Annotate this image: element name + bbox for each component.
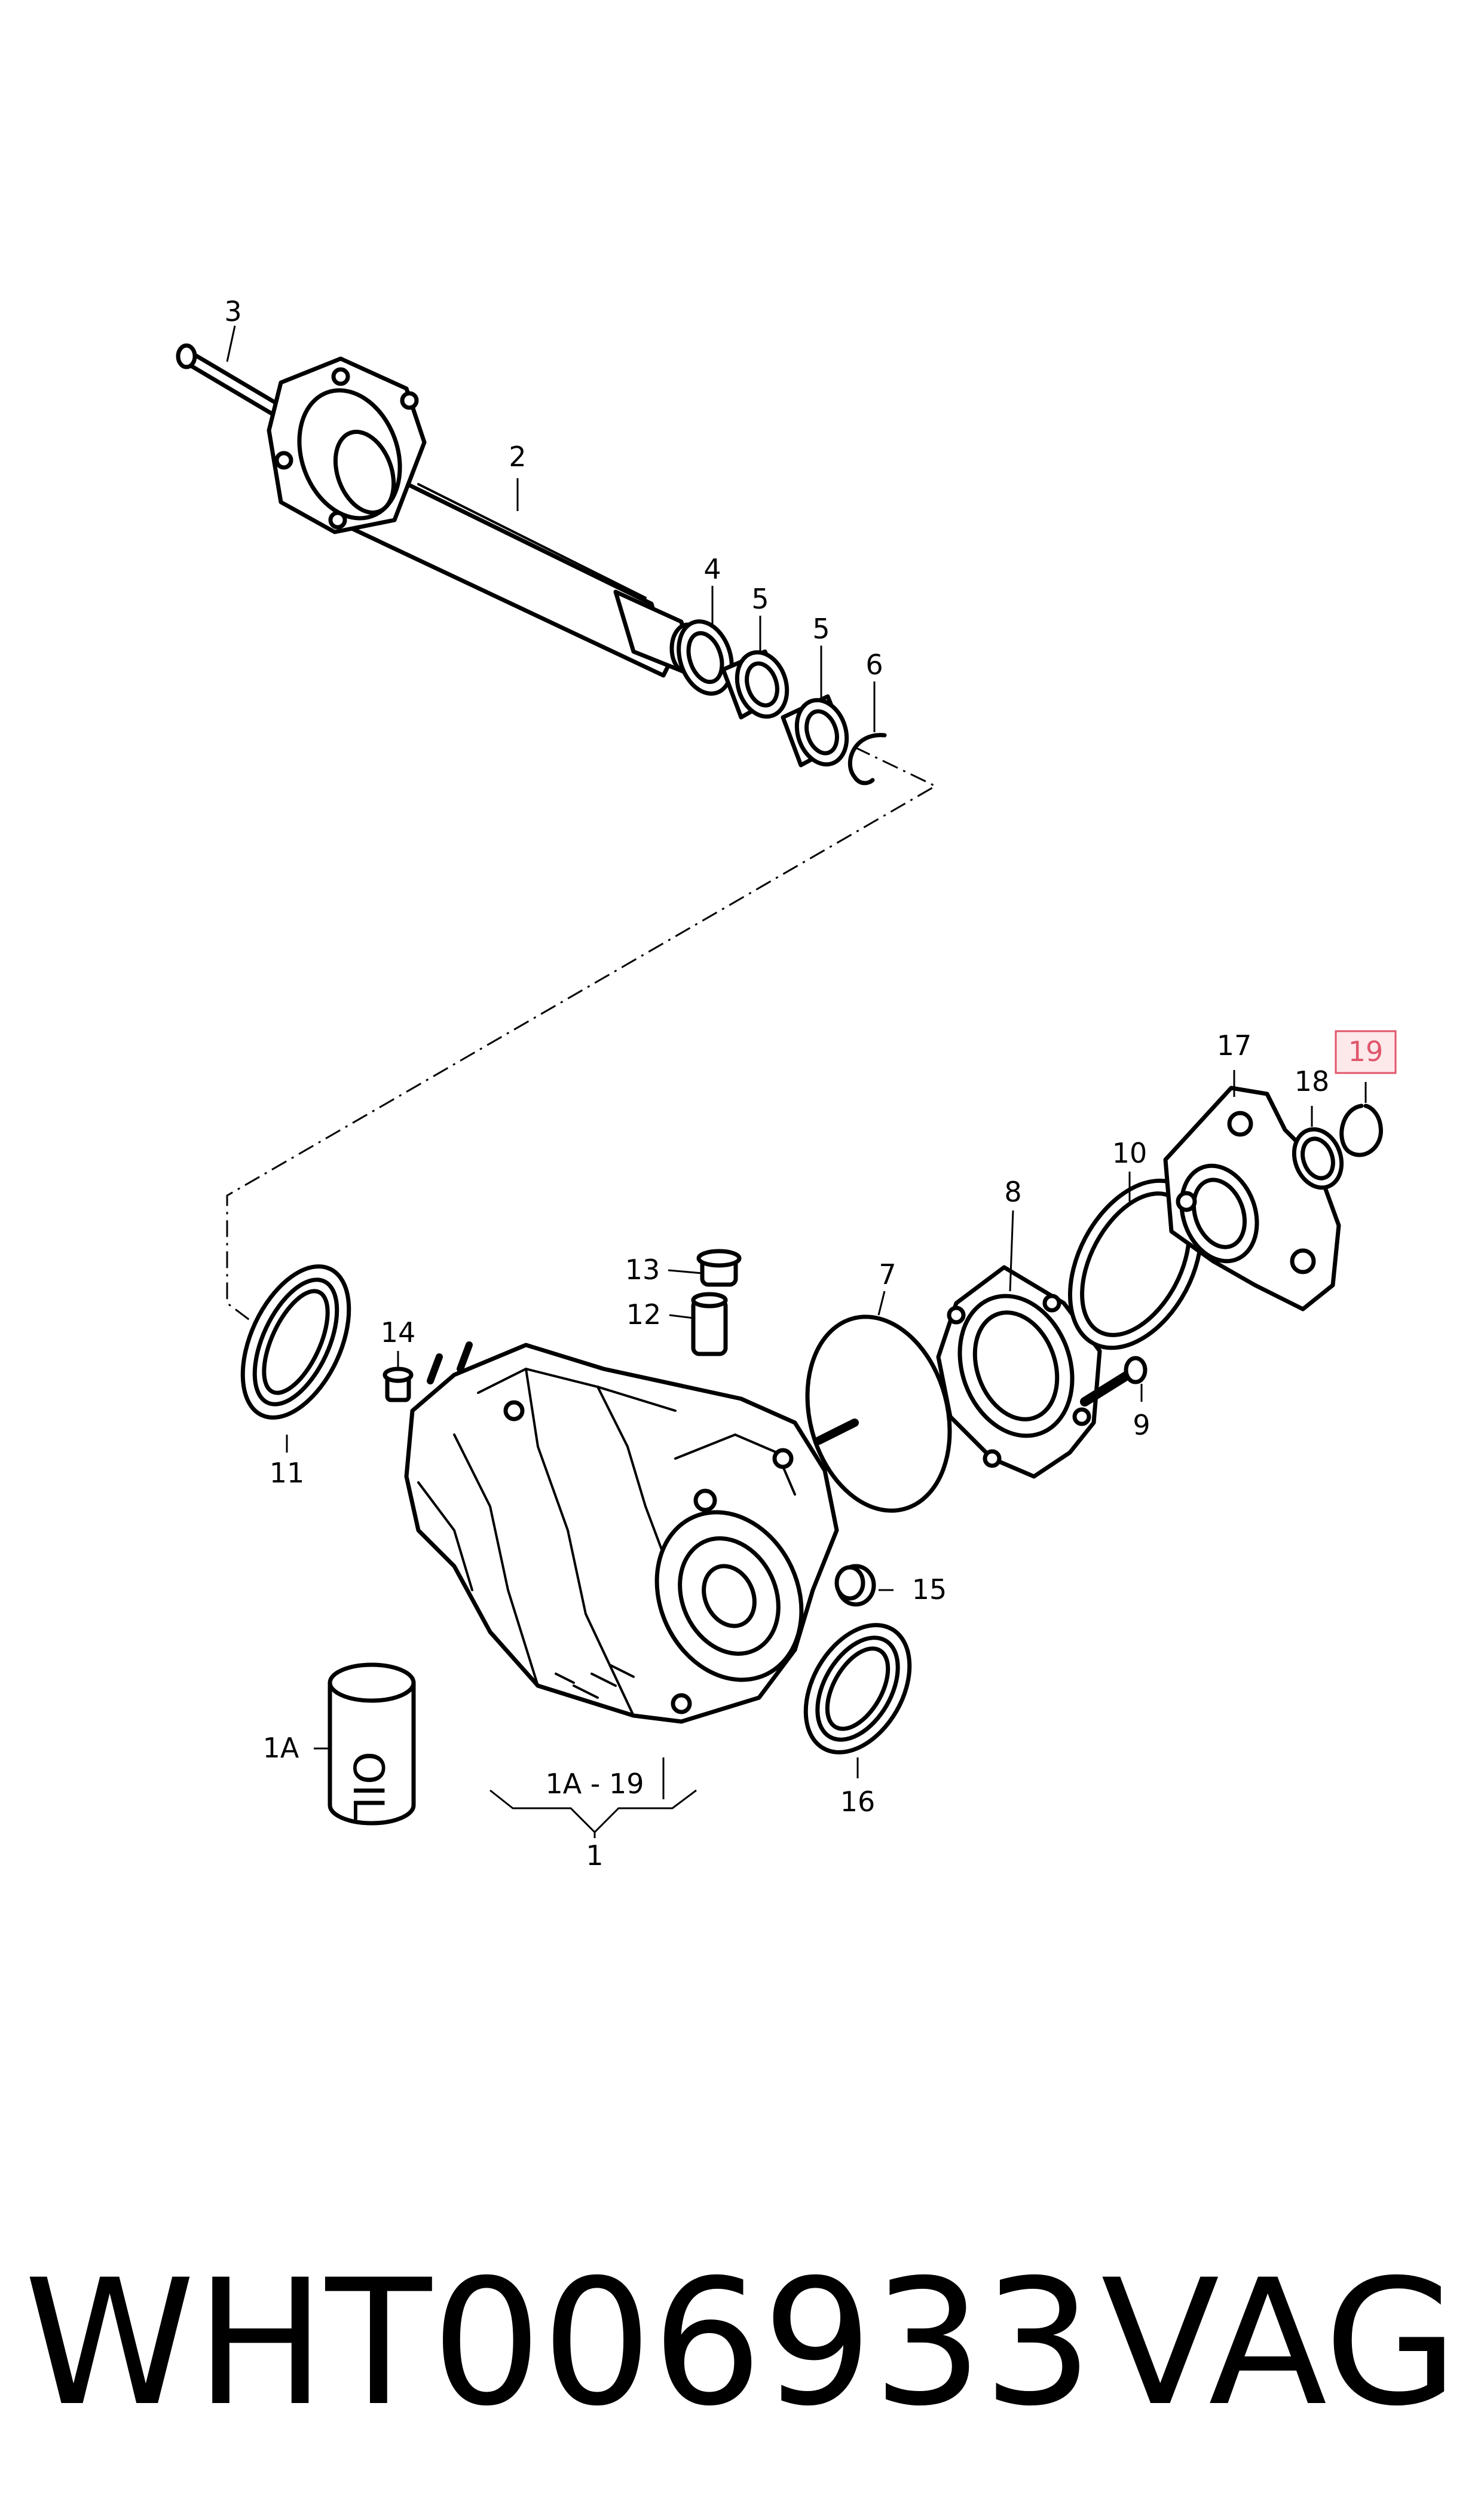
label-17: 17 [1217, 1029, 1252, 1062]
label-9: 9 [1133, 1409, 1150, 1441]
leader-lines [226, 325, 1367, 1838]
part-8-cover [936, 1265, 1102, 1479]
label-5a: 5 [751, 583, 769, 615]
footer-brand: VAG [1101, 2243, 1458, 2444]
part-15-cap [834, 1564, 876, 1607]
label-16: 16 [840, 1786, 876, 1818]
label-7: 7 [879, 1258, 896, 1291]
label-12: 12 [626, 1298, 662, 1331]
part-1A-oil-can: OIL [328, 1662, 416, 1826]
label-6: 6 [865, 649, 883, 681]
oil-can-logo: OIL [344, 1751, 393, 1820]
part-10-gasket [1067, 1178, 1204, 1350]
label-13: 13 [625, 1254, 660, 1286]
label-1A-19: 1A - 19 [545, 1768, 644, 1800]
label-18: 18 [1295, 1065, 1330, 1097]
part-3-bolt [176, 343, 289, 420]
part-2-shaft [267, 356, 705, 678]
label-19: 19 [1348, 1035, 1384, 1068]
label-1A: 1A [263, 1732, 299, 1764]
label-8: 8 [1004, 1176, 1021, 1208]
part-5-bearing-a [721, 649, 790, 720]
label-2: 2 [509, 441, 526, 473]
part-12-sleeve [691, 1292, 728, 1356]
part-4-ring [677, 619, 734, 696]
label-10: 10 [1112, 1137, 1148, 1169]
label-14: 14 [381, 1316, 416, 1349]
part-5-bearing-b [781, 694, 849, 768]
part-19-circlip [1339, 1103, 1383, 1157]
label-5b: 5 [812, 613, 830, 645]
label-15: 15 [912, 1573, 947, 1606]
part-1-housing [404, 1341, 859, 1724]
highlight-box-19 [1335, 1030, 1397, 1074]
footer-part-number: WHT006933 [24, 2243, 1093, 2444]
label-3: 3 [224, 295, 241, 328]
part-13-plug [696, 1249, 742, 1287]
part-14-breather [383, 1366, 414, 1402]
part-16-seal [803, 1623, 912, 1754]
part-9-screw [1080, 1356, 1148, 1407]
label-11: 11 [270, 1457, 305, 1489]
part-6-circlip [847, 733, 887, 785]
part-18-shim [1292, 1127, 1344, 1190]
part-11-seal [240, 1264, 351, 1420]
label-4: 4 [703, 553, 721, 585]
label-1: 1 [586, 1839, 603, 1872]
assembly-dash-line [226, 746, 938, 1331]
